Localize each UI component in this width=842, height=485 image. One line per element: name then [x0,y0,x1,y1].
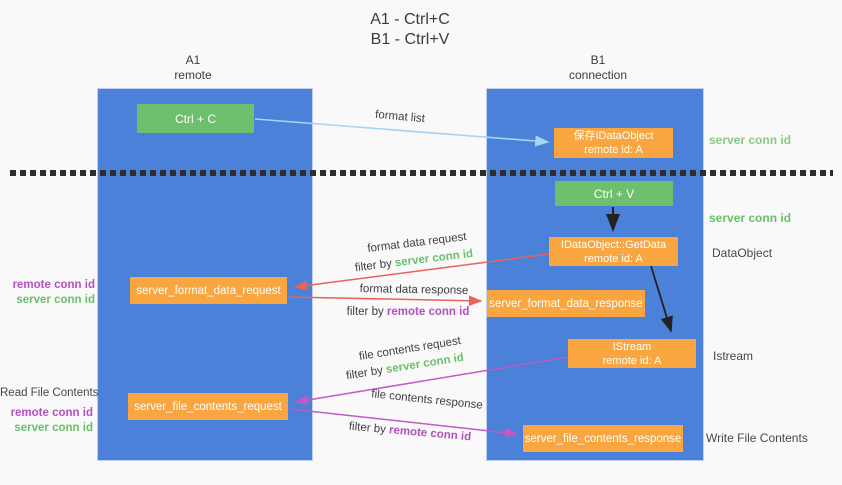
file-response-label: server_file_contents_response [524,432,682,445]
copy-paste-divider [10,170,833,176]
ctrl-v-box: Ctrl + V [555,181,673,206]
istream-line1: IStream [612,340,652,353]
filter-by-text: filter by [354,257,396,275]
filter-by-text: filter by [346,306,387,318]
server-conn-id-text: server conn id [394,247,474,270]
ctrl-v-label: Ctrl + V [593,186,635,201]
file-contents-response-label: file contents response [370,388,484,412]
save-dataobject-line1: 保存IDataObject [573,130,654,142]
lifeline-header-a1: A1 remote [143,53,243,83]
getdata-line2: remote id: A [584,252,643,265]
filter-by-text: filter by [348,420,390,437]
remote-conn-id-text: remote conn id [386,306,470,318]
format-response-box: server_format_data_response [487,290,645,317]
lifeline-b1-name: B1 [590,53,606,67]
filter-by-text: filter by [345,364,387,383]
istream-label: Istream [713,349,754,363]
file-response-box: server_file_contents_response [523,425,683,452]
getdata-box: IDataObject::GetData remote id: A [549,237,678,266]
lifeline-b1-role: connection [568,68,628,82]
lifeline-header-b1: B1 connection [548,53,648,83]
diagram-title: A1 - Ctrl+C B1 - Ctrl+V [0,10,820,50]
right-server-conn-id-label-2: server conn id [709,211,792,225]
write-file-contents-label: Write File Contents [706,431,808,445]
right-server-conn-id-label: server conn id [709,133,792,147]
left-remote-conn-id-label: remote conn id [12,279,95,291]
save-dataobject-box: 保存IDataObject remote id: A [554,128,673,158]
ctrl-c-label: Ctrl + C [174,111,216,126]
file-contents-response-filter-label: filter by remote conn id [348,421,471,444]
title-line-b1: B1 - Ctrl+V [370,31,450,48]
format-request-label: server_format_data_request [136,284,281,297]
left-server-conn-id-label: server conn id [16,294,95,306]
dataobject-label: DataObject [712,246,773,260]
format-request-box: server_format_data_request [130,277,287,304]
istream-line2: remote id: A [602,354,662,367]
format-data-response-filter-label: filter by remote conn id [347,306,470,318]
read-file-contents-label: Read File Contents [0,387,99,399]
save-dataobject-line2: remote id: A [584,144,643,156]
file-request-box: server_file_contents_request [128,393,288,420]
format-response-label: server_format_data_response [489,297,643,310]
format-list-label: format list [374,108,426,126]
format-data-response-arrow [288,295,483,306]
file-request-label: server_file_contents_request [134,400,282,413]
getdata-line1: IDataObject::GetData [560,238,667,251]
ctrl-c-box: Ctrl + C [137,104,254,133]
left-server-conn-id-label-2: server conn id [14,422,93,434]
title-line-a1: A1 - Ctrl+C [370,11,450,28]
left-remote-conn-id-label-2: remote conn id [10,407,93,419]
remote-conn-id-text: remote conn id [388,424,472,444]
lifeline-a1-role: remote [174,68,212,82]
istream-box: IStream remote id: A [568,339,696,368]
lifeline-a1-name: A1 [185,53,201,67]
format-data-response-label: format data response [359,283,469,297]
